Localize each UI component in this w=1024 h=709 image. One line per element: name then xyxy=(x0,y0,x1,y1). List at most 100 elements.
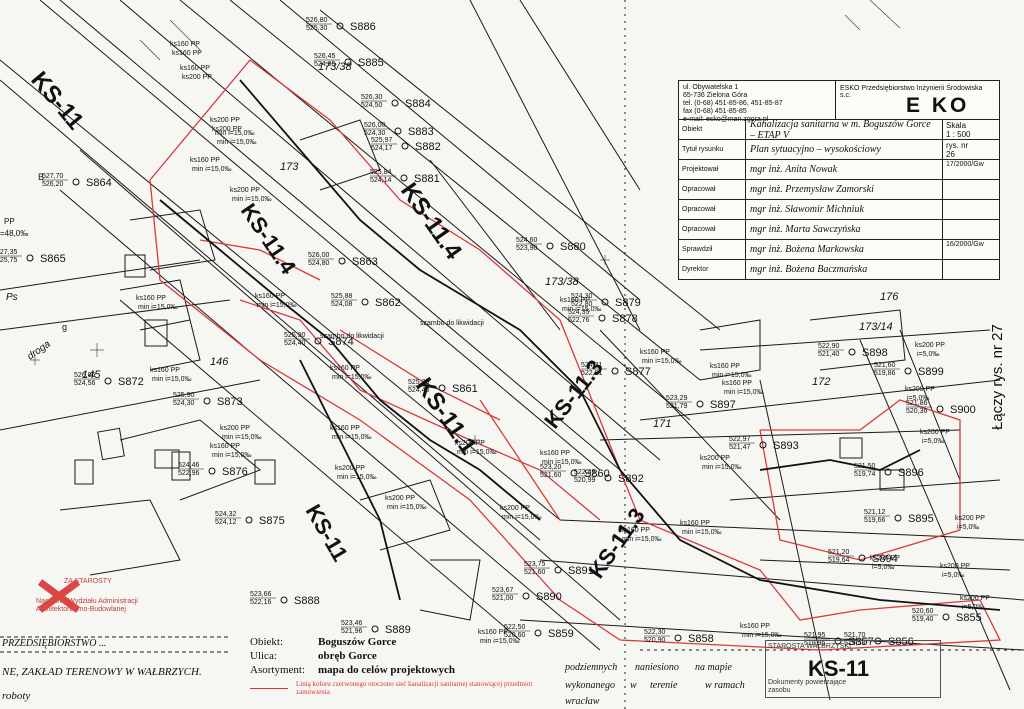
scale-value: 1 : 500 xyxy=(946,130,971,139)
manhole-id: S881 xyxy=(414,173,440,185)
pipe-slope-label: i=5,0‰ xyxy=(942,572,964,579)
legend-value: mapa do celów projektowych xyxy=(318,664,455,676)
elevation-value: 520,99 xyxy=(574,477,596,484)
pipe-type-label: ks160 PP xyxy=(560,297,590,304)
manhole-id: S891 xyxy=(568,565,594,577)
manhole-id: S900 xyxy=(950,404,976,416)
pipe-type-label: ks200 PP xyxy=(940,563,970,570)
manhole-symbol xyxy=(834,637,842,645)
company-name: ESKO Przedsiębiorstwo Inżynierii Środowi… xyxy=(840,85,983,99)
elevation-value: 523,46 xyxy=(341,620,363,627)
elevation-value: 526,06 xyxy=(74,372,96,379)
manhole-symbol xyxy=(438,384,446,392)
elevation-value: 524,60 xyxy=(516,237,538,244)
elevation-value: 524,40 xyxy=(408,387,430,394)
drawing-number-value: 26 xyxy=(946,150,955,159)
pipe-slope-label: min i=15,0‰ xyxy=(257,302,297,309)
pipe-type-label: ks160 PP xyxy=(255,293,285,300)
manhole-symbol xyxy=(848,348,856,356)
signatory-name: mgr inż. Przemysław Zamorski xyxy=(750,184,874,195)
elevation-value: 527,70 xyxy=(42,173,64,180)
manhole-symbol xyxy=(245,516,253,524)
pipe-type-label: ks200 PP xyxy=(500,505,530,512)
elevation-value: 521,20 xyxy=(828,549,850,556)
elevation-value: 524,56 xyxy=(74,380,96,387)
elevation-value: 527,35 xyxy=(0,249,18,256)
pipe-slope-label: min i=15,0‰ xyxy=(138,304,178,311)
signatory-role: Opracował xyxy=(679,200,746,219)
pipe-type-label: ks160 PP xyxy=(210,443,240,450)
legend-value: obręb Gorce xyxy=(318,650,377,662)
elevation-value: 522,97 xyxy=(729,436,751,443)
pipe-slope-label: min i=15,0‰ xyxy=(642,358,682,365)
manhole-id: S897 xyxy=(710,399,736,411)
address-line: fax (0-68) 451-85-85 xyxy=(683,108,747,115)
road-label: droga xyxy=(25,339,53,363)
bottom-note-word: na mapie xyxy=(695,662,732,673)
elevation-value: 523,29 xyxy=(666,395,688,402)
elevation-value: 521,60 xyxy=(524,569,546,576)
red-line-symbol xyxy=(250,688,288,689)
elevation-value: 523,75 xyxy=(524,561,546,568)
pipe-slope-label: min i=15,0‰ xyxy=(480,638,520,645)
elevation-value: 524,85 xyxy=(314,61,336,68)
elevation-value: 521,00 xyxy=(492,595,514,602)
licence-number xyxy=(942,220,999,239)
manhole-symbol xyxy=(884,468,892,476)
signatory-role: Projektował xyxy=(679,160,746,179)
legend-note-text: Linią koloru czerwonego otoczono sieć ka… xyxy=(296,680,533,696)
pipe-type-label: ks200 PP xyxy=(870,555,900,562)
manhole-id: S863 xyxy=(352,256,378,268)
elevation-value: 519,64 xyxy=(828,557,850,564)
manhole-id: S896 xyxy=(898,467,924,479)
stamp-line: Architektoniczno-Budowlanej xyxy=(36,606,126,613)
elevation-value: 524,35 xyxy=(568,309,590,316)
pipe-slope-label: min i=15,0‰ xyxy=(457,449,497,456)
manhole-id: S856 xyxy=(888,636,914,648)
drawing-title-label: Tytuł rysunku xyxy=(679,140,746,159)
parcel-number: 145 xyxy=(82,369,101,381)
signatory-role: Sprawdził xyxy=(679,240,746,259)
signatory-role: Dyrektor xyxy=(679,260,746,279)
pipe-slope-label: min i=15,0‰ xyxy=(712,372,752,379)
manhole-symbol xyxy=(611,367,619,375)
pipe-slope-label: min i=15,0‰ xyxy=(724,389,764,396)
canal-label: KS-11 xyxy=(301,500,353,565)
pipe-type-label: ks200 PP xyxy=(955,515,985,522)
pipe-slope-label: min i=15,0‰ xyxy=(232,196,272,203)
manhole-id: S892 xyxy=(618,473,644,485)
manhole-id: S890 xyxy=(536,591,562,603)
stamp-line: Naczelnik Wydziału Administracji xyxy=(36,598,138,605)
licence-number xyxy=(942,260,999,279)
stamp-line: ZA STAROSTY xyxy=(64,578,112,585)
elevation-value: 521,12 xyxy=(864,509,886,516)
elevation-value: 521,47 xyxy=(729,444,751,451)
elevation-value: 524,80 xyxy=(308,260,330,267)
elevation-value: 522,30 xyxy=(644,629,666,636)
elevation-value: 521,50 xyxy=(854,463,876,470)
manhole-symbol xyxy=(208,467,216,475)
title-block-header: ul. Obywatelska 1 65-736 Zielona Góra te… xyxy=(679,81,999,123)
elevation-value: 522,81 xyxy=(581,370,603,377)
pipe-slope-label: min i=15,0‰ xyxy=(222,434,262,441)
elevation-value: 521,96 xyxy=(341,628,363,635)
licence-number xyxy=(942,180,999,199)
pipe-type-label: ks200 PP xyxy=(960,595,990,602)
elevation-value: 523,20 xyxy=(540,464,562,471)
manhole-symbol xyxy=(874,637,882,645)
